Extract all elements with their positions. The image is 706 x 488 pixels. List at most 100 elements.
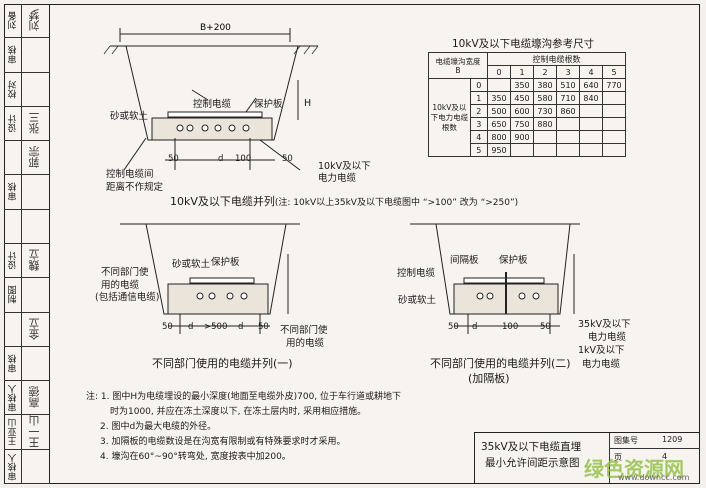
table-cell [579, 104, 603, 118]
d1-dim-50-left: 50 [168, 154, 179, 164]
signature-name [22, 278, 48, 311]
signature-name [22, 450, 48, 483]
table-cell [579, 117, 603, 131]
table-cell: 650 [487, 117, 511, 131]
signature-name [22, 175, 48, 208]
signature-role: 审核人 [8, 452, 19, 480]
d2-dim-d-right: d [238, 322, 244, 332]
table-cell: 730 [533, 104, 557, 118]
d1-protect-label: 保护板 [254, 99, 283, 110]
table-cell [510, 143, 534, 157]
d1-dim-50-right: 50 [282, 154, 293, 164]
table-cell: 580 [533, 91, 557, 105]
signature-name: 张三 [28, 112, 41, 135]
d1-spacing-label-1: 控制电缆间 [106, 169, 154, 180]
note-line: 3. 加隔板的电缆数设是在沟宽有限制或有特殊要求时才采用。 [100, 437, 346, 447]
d3-control-label: 控制电缆 [397, 268, 436, 279]
trench-diagram-1: B+200 [103, 23, 319, 171]
table-cell [602, 91, 626, 105]
d2-other-label-1: 不同部门使 [101, 267, 149, 278]
signature-divider [21, 175, 22, 209]
table-cell: 950 [487, 143, 511, 157]
title-meta: 图集号 1209 页 4 [609, 433, 700, 483]
d3-dim-50-right: 50 [540, 322, 551, 332]
signature-role: 审核 [8, 354, 19, 373]
signature-role: 设计 [8, 251, 19, 270]
note-line: 4. 壕沟在60°~90°转弯处, 宽度按表中加200。 [100, 452, 291, 462]
signature-role [6, 210, 20, 243]
d1-caption: 10kV及以下电缆并列(注: 10kV以上35kV及以下电缆图中 “>100” … [170, 193, 518, 209]
d2-other-b-label-2: 用的电缆 [286, 338, 325, 349]
signature-name [22, 38, 48, 71]
table-cell: 380 [533, 78, 557, 92]
table-cell [533, 130, 557, 144]
d1-cable-label-2: 电力电缆 [318, 173, 357, 184]
watermark-url: www.downcc.com [618, 473, 690, 482]
table-cell [579, 130, 603, 144]
table-col-key: 5 [602, 65, 626, 79]
table-cell [602, 130, 626, 144]
table-cell: 770 [602, 78, 626, 92]
signature-role: 刘备 [8, 11, 19, 30]
table-cell: 500 [487, 104, 511, 118]
title-block: 35kV及以下电缆直埋 最小允许间距示意图 图集号 1209 页 4 [474, 432, 700, 484]
table-col-key: 1 [510, 65, 534, 79]
d3-partition-label: 间隔板 [450, 255, 479, 266]
table-cell: 900 [510, 130, 534, 144]
signature-row: 王亚山王一山 [4, 415, 50, 450]
table-cell: 710 [556, 91, 580, 105]
table-cell: 840 [579, 91, 603, 105]
signature-name: 魏立 [28, 249, 41, 272]
d1-sand-label: 砂或软土 [110, 111, 149, 122]
table-row-group-label: 10kV及以下电力电缆根数 [428, 78, 471, 157]
signature-row: 制图 [4, 278, 50, 313]
signature-row: 审核人高德 [4, 381, 50, 416]
table-title: 10kV及以下电缆壕沟参考尺寸 [452, 38, 595, 50]
note-line: 2. 图中d为最大电缆的外径。 [100, 422, 217, 432]
signature-divider [21, 381, 22, 415]
table-cell: 880 [533, 117, 557, 131]
signature-row [4, 209, 50, 244]
fig-no: 1209 [662, 435, 683, 444]
note-line: 时为1000, 并应在冻土深度以下, 在冻土层内时, 采用相应措施。 [110, 407, 367, 417]
signature-name: 王一山 [28, 415, 41, 449]
d1-cable-label-1: 10kV及以下 [318, 161, 371, 172]
signature-divider [21, 244, 22, 278]
note-line: 注: 1. 图中H为电缆埋设的最小深度(地面至电缆外皮)700, 位于车行道或耕… [86, 392, 402, 402]
signature-name [22, 347, 48, 380]
table-corner-line2: B [455, 65, 461, 75]
signature-row: 审核 [4, 346, 50, 382]
signature-divider [21, 72, 22, 106]
signature-row: 校对 [4, 72, 50, 107]
signature-role: 审核人 [8, 384, 19, 412]
title-meta-divider [610, 448, 700, 449]
d2-caption: 不同部门使用的电缆并列(一) [152, 357, 293, 370]
signature-role [6, 313, 20, 346]
table-cell: 350 [487, 91, 511, 105]
d2-dim-d: d [188, 322, 194, 332]
signature-name: 郭宗 [28, 146, 41, 169]
signature-divider [21, 312, 22, 346]
table-cell [533, 143, 557, 157]
fig-no-label: 图集号 [614, 436, 638, 445]
signature-divider [21, 346, 22, 381]
title-line-2: 最小允许间距示意图 [485, 457, 580, 469]
d1-caption-note: (注: 10kV以上35kV及以下电缆图中 “>100” 改为 “>250”) [274, 198, 519, 208]
d3-caption-2: (加隔板) [468, 372, 510, 385]
signature-divider [21, 209, 22, 243]
table-cell: 600 [510, 104, 534, 118]
table-group-header: 控制电缆根数 [487, 52, 626, 66]
table-cell: 640 [579, 78, 603, 92]
d2-dim-50-right: 50 [258, 322, 269, 332]
d2-protect-label: 保护板 [211, 257, 240, 268]
d2-other-label-3: (包括通信电缆) [95, 292, 160, 303]
table-cell: 800 [487, 130, 511, 144]
table-cell [556, 130, 580, 144]
signature-divider [21, 415, 22, 449]
